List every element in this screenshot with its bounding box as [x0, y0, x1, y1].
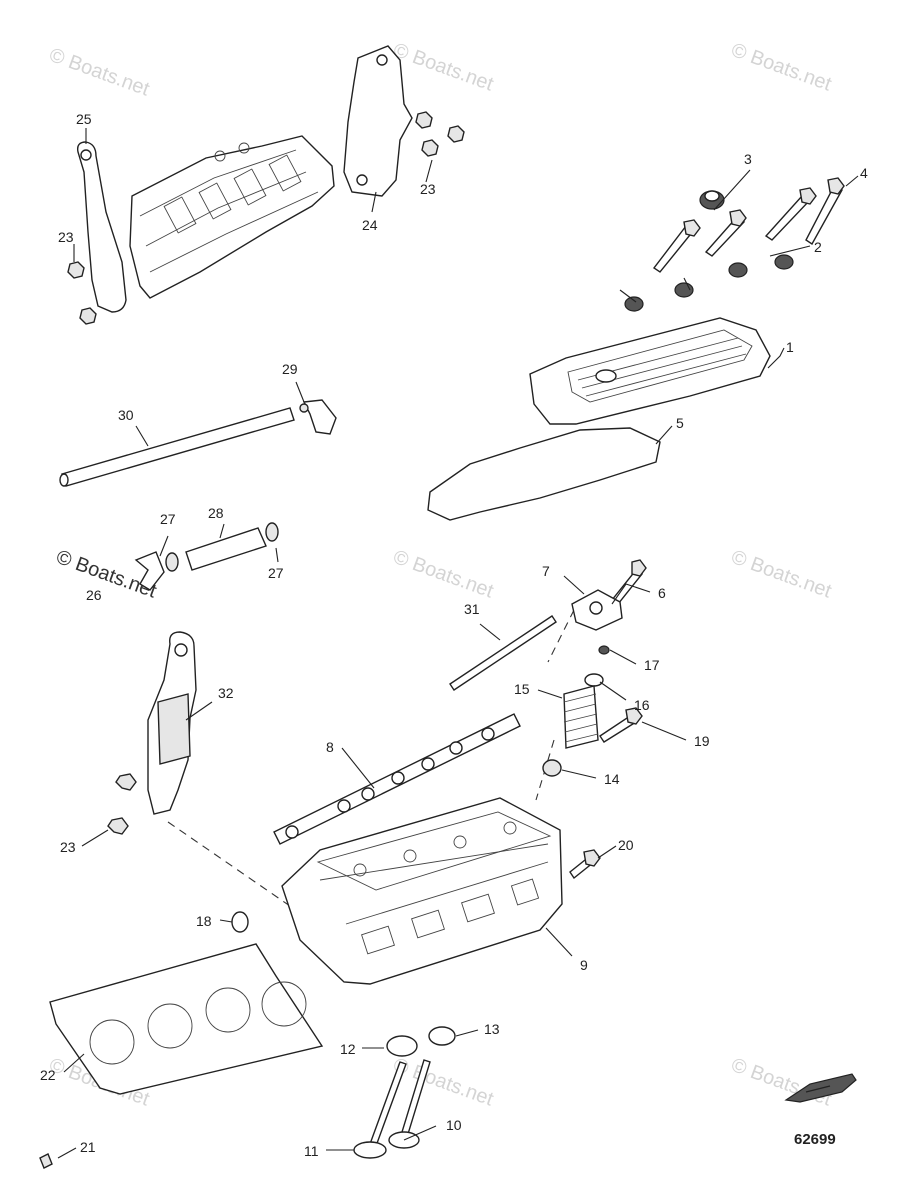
callout-17: 17	[644, 657, 660, 673]
alignment-line	[167, 821, 291, 907]
bolt-part-19	[599, 707, 643, 743]
valve-part-11	[353, 1061, 407, 1159]
hose-part-28	[185, 527, 267, 571]
figure-number: 62699	[794, 1131, 836, 1148]
callout-10: 10	[446, 1117, 462, 1133]
callout-30: 30	[118, 407, 134, 423]
callout-22: 22	[40, 1067, 56, 1083]
grommets-part-2	[624, 254, 794, 312]
pushrod-part-31	[449, 615, 557, 691]
fitting-part-29	[299, 399, 337, 435]
callout-27: 27	[160, 511, 176, 527]
watermark: © Boats.net	[390, 39, 496, 96]
callout-1: 1	[786, 339, 794, 355]
seal-part-18	[231, 911, 249, 933]
watermark: © Boats.net	[728, 39, 834, 96]
callout-23: 23	[60, 839, 76, 855]
valve-spring-part-15	[563, 685, 599, 749]
watermark: © Boats.net	[390, 546, 496, 603]
watermark: © Boats.net	[390, 1054, 496, 1111]
bolts-part-4	[652, 177, 845, 273]
callout-26: 26	[86, 587, 102, 603]
bracket-part-25	[76, 141, 127, 313]
elbow-part-26	[134, 551, 165, 591]
tube-part-30	[59, 407, 295, 487]
bolt-part-6	[610, 559, 647, 605]
watermark-dark: © Boats.net	[53, 546, 159, 603]
callout-25: 25	[76, 111, 92, 127]
callout-labels: 1 2 3 4 5 6 7 8 9 10 11 12 13 14 15 16 1…	[40, 111, 868, 1159]
valve-part-10	[388, 1059, 431, 1149]
bolt-part-23-c	[415, 111, 465, 157]
boat-icon	[784, 1073, 857, 1103]
callout-21: 21	[80, 1139, 96, 1155]
callout-19: 19	[694, 733, 710, 749]
callout-5: 5	[676, 415, 684, 431]
callout-24: 24	[362, 217, 378, 233]
dowel-part-21	[39, 1153, 53, 1169]
cylinder-head-part-9	[281, 797, 563, 985]
ring-part-12	[386, 1035, 418, 1057]
clamp-part-27-a	[165, 552, 179, 572]
watermark: © Boats.net	[728, 546, 834, 603]
alignment-line	[547, 609, 575, 663]
valve-seal-part-14	[542, 759, 562, 777]
callout-32: 32	[218, 685, 234, 701]
valve-cover-part-1	[529, 317, 771, 425]
gasket-part-5	[427, 427, 661, 521]
callout-2: 2	[814, 239, 822, 255]
callout-11: 11	[304, 1143, 319, 1159]
callout-15: 15	[514, 681, 530, 697]
callout-27: 27	[268, 565, 284, 581]
clamp-part-27-b	[265, 522, 279, 542]
bolt-part-23-d	[107, 773, 137, 835]
callout-8: 8	[326, 739, 334, 755]
ring-part-13	[428, 1026, 456, 1046]
bolt-part-20	[569, 849, 601, 880]
callout-18: 18	[196, 913, 212, 929]
callout-16: 16	[634, 697, 650, 713]
callout-28: 28	[208, 505, 224, 521]
retainer-part-16	[584, 673, 604, 687]
callout-14: 14	[604, 771, 620, 787]
callout-9: 9	[580, 957, 588, 973]
callout-3: 3	[744, 151, 752, 167]
bolt-part-23-a	[67, 261, 85, 279]
callout-20: 20	[618, 837, 634, 853]
rocker-rail-part-8	[273, 713, 521, 845]
callout-12: 12	[340, 1041, 356, 1057]
intake-manifold	[129, 135, 335, 299]
callout-31: 31	[464, 601, 480, 617]
leader-lines	[57, 128, 859, 1159]
callout-23: 23	[58, 229, 74, 245]
callout-4: 4	[860, 165, 868, 181]
callout-7: 7	[542, 563, 550, 579]
bracket-part-24	[343, 45, 413, 197]
bracket-part-32	[147, 631, 197, 815]
valve-lock-part-17	[598, 645, 610, 655]
grommet-part-3	[699, 190, 725, 210]
watermark: © Boats.net	[46, 44, 152, 101]
rocker-arm-part-7	[571, 589, 623, 631]
head-gasket-part-22	[49, 943, 324, 1095]
callout-29: 29	[282, 361, 298, 377]
callout-13: 13	[484, 1021, 500, 1037]
callout-23: 23	[420, 181, 436, 197]
bolt-part-23-b	[79, 307, 97, 325]
callout-6: 6	[658, 585, 666, 601]
